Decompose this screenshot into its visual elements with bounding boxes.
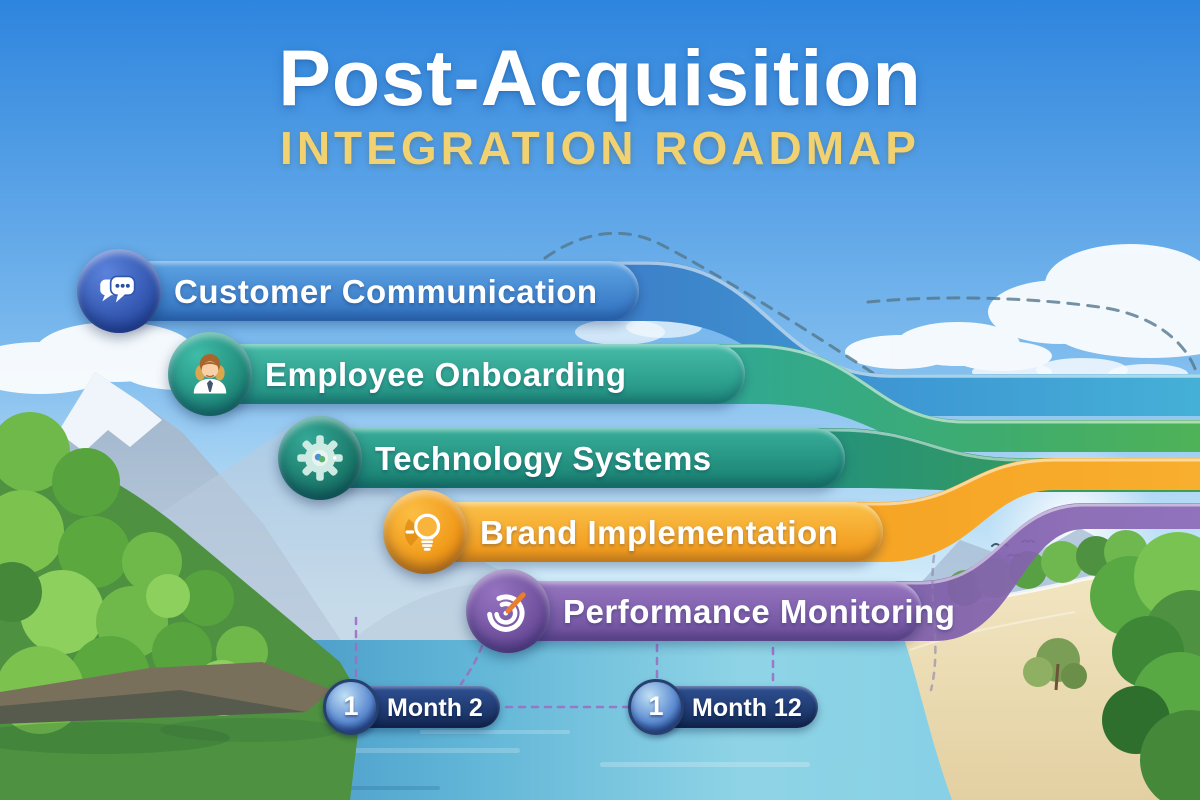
- banner-performance-monitoring: Performance Monitoring: [466, 569, 955, 653]
- banner-label: Technology Systems: [375, 440, 712, 477]
- milestone-number-icon: 1: [323, 679, 379, 735]
- banner-icon-circle: [466, 569, 550, 653]
- banner-customer-communication: Customer Communication: [77, 249, 639, 333]
- milestone-digit: 1: [343, 690, 359, 721]
- milestone-month-2: 1 Month 2: [323, 679, 500, 735]
- milestone-label: Month 2: [387, 694, 483, 722]
- page-title: Post-Acquisition: [278, 33, 922, 122]
- title-block: Post-Acquisition INTEGRATION ROADMAP: [0, 38, 1200, 171]
- banner-employee-onboarding: Employee Onboarding: [168, 332, 745, 416]
- banner-label: Brand Implementation: [480, 514, 839, 551]
- banner-icon-circle: [278, 416, 362, 500]
- target-gauge-icon: [487, 592, 526, 632]
- ribbon-tail-performance-monitoring: [880, 503, 1200, 641]
- ribbon-tails: [600, 261, 1200, 641]
- beach-bush: [1023, 638, 1087, 691]
- milestone-month-12: 1 Month 12: [628, 679, 818, 735]
- milestone-number-icon: 1: [628, 679, 684, 735]
- page-subtitle: INTEGRATION ROADMAP: [280, 122, 920, 174]
- left-forest: [0, 412, 362, 800]
- employee-avatar-icon: [193, 353, 227, 394]
- milestone-label: Month 12: [692, 694, 802, 722]
- banner-label: Employee Onboarding: [265, 356, 627, 393]
- banner-label: Customer Communication: [174, 273, 598, 310]
- dashed-flow-lines: [543, 231, 1199, 388]
- banner-icon-circle: [77, 249, 161, 333]
- milestone-digit: 1: [648, 690, 664, 721]
- banner-label: Performance Monitoring: [563, 593, 956, 630]
- milestone-connectors: [354, 554, 937, 709]
- ribbon-tail-employee-onboarding: [700, 344, 1200, 452]
- banner-icon-circle: [168, 332, 252, 416]
- lightbulb-icon: [404, 513, 441, 551]
- clouds: [0, 244, 1200, 394]
- banner-technology-systems: Technology Systems: [278, 416, 845, 500]
- banner-brand-implementation: Brand Implementation: [383, 490, 883, 574]
- gear-icon: [297, 435, 343, 481]
- chat-bubbles-icon: [100, 275, 136, 303]
- ribbon-tail-brand-implementation: [855, 458, 1200, 562]
- banner-icon-circle: [383, 490, 467, 574]
